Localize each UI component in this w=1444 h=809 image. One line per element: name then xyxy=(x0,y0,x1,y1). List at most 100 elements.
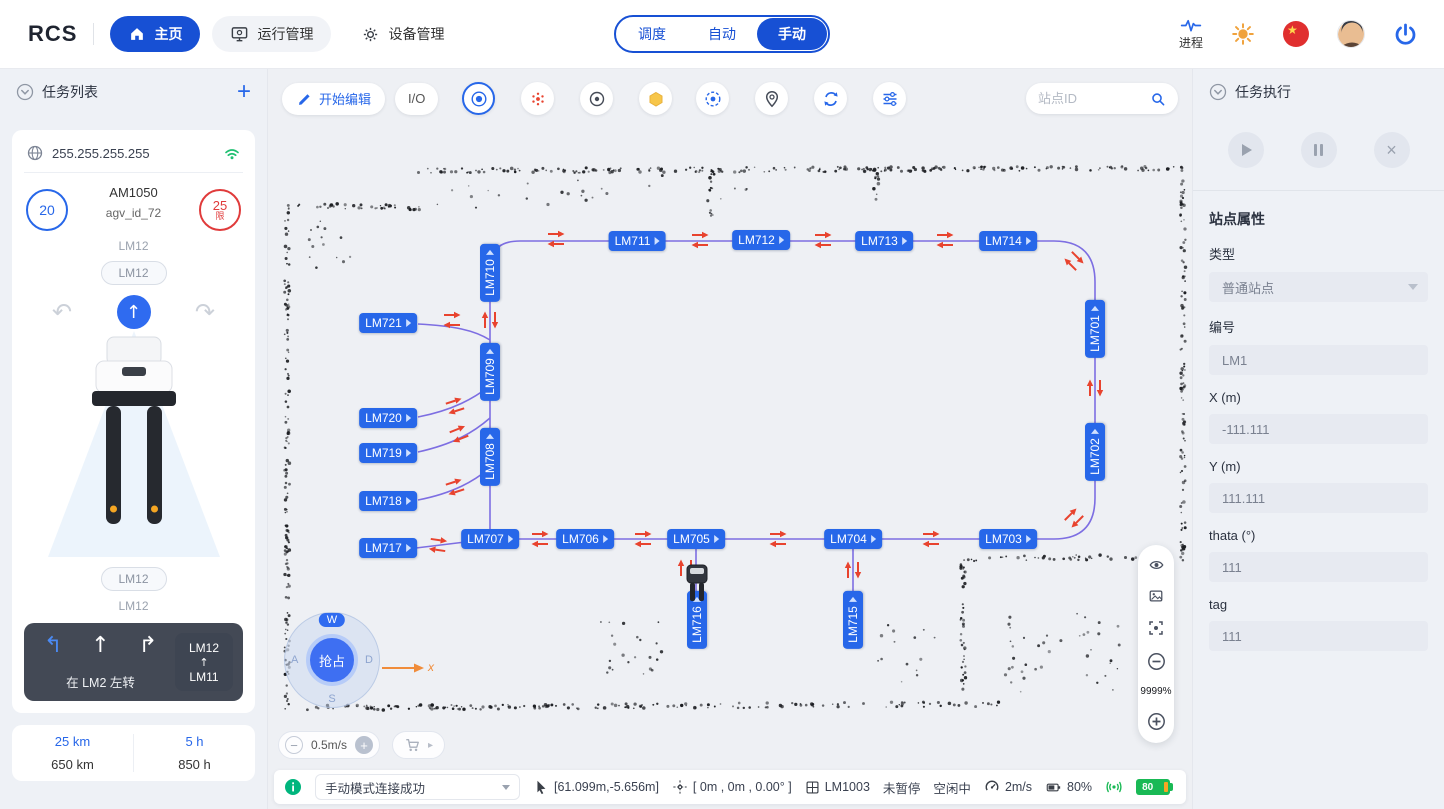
station-LM710[interactable]: LM710 xyxy=(480,244,500,302)
snapshot-button[interactable] xyxy=(1147,588,1165,604)
add-task-button[interactable]: + xyxy=(236,78,251,105)
station-LM706[interactable]: LM706 xyxy=(556,529,614,549)
action-panel: ↰ ↑ ↱ LM12 ↑ LM11 在 LM2 左转 xyxy=(24,623,243,701)
station-LM717[interactable]: LM717 xyxy=(359,538,417,558)
station-LM708[interactable]: LM708 xyxy=(480,428,500,486)
area-layer-button[interactable] xyxy=(639,82,673,115)
execution-controls: × xyxy=(1209,132,1428,168)
station-LM701[interactable]: LM701 xyxy=(1085,300,1105,358)
scatter-layer-button[interactable] xyxy=(521,82,555,115)
station-search-input[interactable] xyxy=(1038,91,1151,106)
theta-field[interactable]: 111 xyxy=(1209,552,1428,582)
station-LM703[interactable]: LM703 xyxy=(979,529,1037,549)
info-icon xyxy=(285,779,301,795)
nav-operations[interactable]: 运行管理 xyxy=(212,16,332,52)
go-forward-button[interactable]: ↑ xyxy=(116,295,151,329)
power-icon[interactable] xyxy=(1393,22,1418,47)
zoom-in-button[interactable] xyxy=(1147,712,1166,731)
process-button[interactable]: 进程 xyxy=(1179,18,1203,51)
nav-devices[interactable]: 设备管理 xyxy=(343,16,462,52)
station-LM707[interactable]: LM707 xyxy=(461,529,519,549)
task-list-panel: 任务列表 + 255.255.255.255 20 AM1050 agv_id_… xyxy=(0,68,268,809)
collapse-chevron-icon[interactable] xyxy=(1209,83,1227,101)
home-icon xyxy=(131,28,144,40)
joystick-right[interactable]: D xyxy=(365,654,373,666)
filter-button[interactable] xyxy=(873,82,907,115)
station-LM719[interactable]: LM719 xyxy=(359,443,417,463)
map-agv-marker[interactable] xyxy=(685,563,709,603)
joystick-left[interactable]: A xyxy=(291,654,299,666)
straight-icon: ↑ xyxy=(91,633,110,658)
y-coordinate-field[interactable]: 111.111 xyxy=(1209,483,1428,513)
visibility-button[interactable] xyxy=(1147,557,1166,573)
target-station-label: LM12 xyxy=(118,599,149,613)
monitor-icon xyxy=(232,26,248,41)
station-LM705[interactable]: LM705 xyxy=(667,529,725,549)
focus-button[interactable] xyxy=(1147,619,1165,637)
turn-left-icon[interactable]: ↶ xyxy=(52,298,73,326)
station-LM711[interactable]: LM711 xyxy=(608,231,666,251)
connection-status-select[interactable]: 手动模式连接成功 xyxy=(315,774,520,800)
route-segment-box: LM12 ↑ LM11 xyxy=(175,633,233,691)
tab-auto[interactable]: 自动 xyxy=(708,26,736,42)
type-select[interactable]: 普通站点 xyxy=(1209,272,1428,302)
target-layer-button[interactable] xyxy=(580,82,614,115)
language-flag-icon[interactable]: ★ xyxy=(1283,21,1309,47)
pin-button[interactable] xyxy=(755,82,789,115)
station-LM712[interactable]: LM712 xyxy=(732,230,790,250)
speed-plus-button[interactable]: + xyxy=(355,736,374,754)
wifi-icon xyxy=(225,149,239,160)
nav-home[interactable]: 主页 xyxy=(110,16,201,52)
cart-control[interactable]: ▸ xyxy=(392,731,446,759)
turn-right-icon[interactable]: ↷ xyxy=(194,298,215,326)
tab-dispatch[interactable]: 调度 xyxy=(638,26,666,42)
mode-switch: 调度 自动 手动 xyxy=(614,15,830,53)
stop-button[interactable]: × xyxy=(1373,132,1410,168)
joystick-up[interactable]: W xyxy=(318,613,346,627)
map-view-tools: 9999% xyxy=(1138,545,1174,743)
field-tag: tag 111 xyxy=(1209,597,1428,651)
io-button[interactable]: I/O xyxy=(395,82,439,115)
search-icon[interactable] xyxy=(1150,90,1166,108)
station-LM709[interactable]: LM709 xyxy=(480,343,500,401)
image-icon xyxy=(1149,590,1163,602)
map-canvas[interactable] xyxy=(268,68,1192,809)
joystick-down[interactable]: S xyxy=(328,693,336,705)
station-id-field[interactable]: LM1 xyxy=(1209,345,1428,375)
station-chip: LM12 xyxy=(100,261,167,285)
station-LM704[interactable]: LM704 xyxy=(824,529,882,549)
station-LM718[interactable]: LM718 xyxy=(359,491,417,511)
station-LM702[interactable]: LM702 xyxy=(1085,423,1105,481)
station-LM721[interactable]: LM721 xyxy=(359,313,417,333)
pause-button[interactable] xyxy=(1300,132,1337,168)
tab-manual[interactable]: 手动 xyxy=(757,18,827,50)
forklift-image xyxy=(47,331,220,557)
x-coordinate-field[interactable]: -111.111 xyxy=(1209,414,1428,444)
location-pin-icon xyxy=(765,90,778,107)
station-LM720[interactable]: LM720 xyxy=(359,408,417,428)
task-execution-title: 任务执行 xyxy=(1235,84,1291,100)
refresh-button[interactable] xyxy=(814,82,848,115)
pencil-icon xyxy=(299,94,310,105)
station-LM713[interactable]: LM713 xyxy=(855,231,913,251)
edit-button[interactable]: 开始编辑 xyxy=(282,82,386,115)
field-type: 类型 普通站点 xyxy=(1209,244,1428,302)
brightness-icon[interactable] xyxy=(1231,22,1255,46)
station-LM715[interactable]: LM715 xyxy=(843,591,863,649)
tag-field[interactable]: 111 xyxy=(1209,621,1428,651)
station-LM714[interactable]: LM714 xyxy=(979,231,1037,251)
speed-minus-button[interactable]: − xyxy=(285,736,303,754)
task-list-title: 任务列表 xyxy=(42,84,98,100)
station-layer-button[interactable] xyxy=(462,82,496,115)
locate-button[interactable] xyxy=(696,82,730,115)
agv-ip: 255.255.255.255 xyxy=(52,145,150,161)
layer-group-1 xyxy=(462,82,673,115)
map-toolbar: 开始编辑 I/O xyxy=(282,82,1178,115)
user-avatar[interactable] xyxy=(1337,20,1365,48)
seize-control-button[interactable]: 抢占 xyxy=(306,634,358,686)
collapse-chevron-icon[interactable] xyxy=(16,83,34,101)
zoom-out-button[interactable] xyxy=(1147,652,1166,671)
play-button[interactable] xyxy=(1227,132,1264,168)
